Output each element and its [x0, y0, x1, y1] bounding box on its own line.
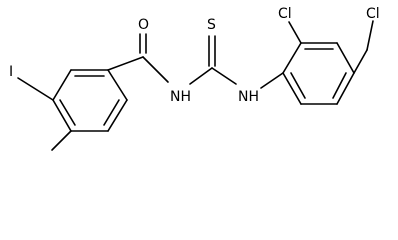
- structure-canvas: I O NH S NH Cl Cl: [9, 6, 380, 151]
- bond: [107, 99, 128, 132]
- aromatic-double-bond: [103, 99, 120, 126]
- chemical-structure-diagram: I O NH S NH Cl Cl: [9, 6, 380, 151]
- nitrogen-to-thiocarbonyl-bond: [189, 67, 213, 85]
- ring-to-carbonyl-bond: [107, 56, 144, 71]
- thiourea-nh-label: NH: [238, 89, 259, 105]
- aromatic-double-bond: [290, 72, 306, 99]
- bond: [107, 69, 128, 101]
- carbon-chlorine-bond: [353, 49, 368, 74]
- carbon-iodine-bond: [17, 77, 54, 101]
- carbonyl-to-nitrogen-bond: [142, 56, 169, 83]
- thiocarbonyl-to-nitrogen-bond: [211, 67, 237, 85]
- bond: [336, 72, 355, 105]
- carbonyl-oxygen-label: O: [138, 17, 149, 33]
- bond: [282, 72, 302, 105]
- nitrogen-to-ring-bond: [260, 72, 284, 89]
- iodomethylbenzene-ring: [52, 69, 128, 132]
- amide-nh-label: NH: [170, 89, 191, 105]
- dichlorobenzene-ring: [282, 42, 355, 105]
- bond: [52, 69, 72, 101]
- aromatic-double-bond: [59, 99, 76, 126]
- bond: [52, 99, 72, 132]
- iodine-atom-label: I: [9, 64, 13, 80]
- methyl-bond: [51, 130, 72, 151]
- carbon-chlorine-bond: [288, 21, 302, 44]
- chlorine-para-label: Cl: [366, 6, 380, 22]
- sulfur-atom-label: S: [207, 17, 216, 33]
- chlorine-ortho-label: Cl: [278, 6, 292, 22]
- bond: [282, 42, 302, 74]
- aromatic-double-bond: [332, 72, 347, 99]
- bond: [336, 42, 355, 74]
- carbon-chlorine-bond: [366, 20, 374, 51]
